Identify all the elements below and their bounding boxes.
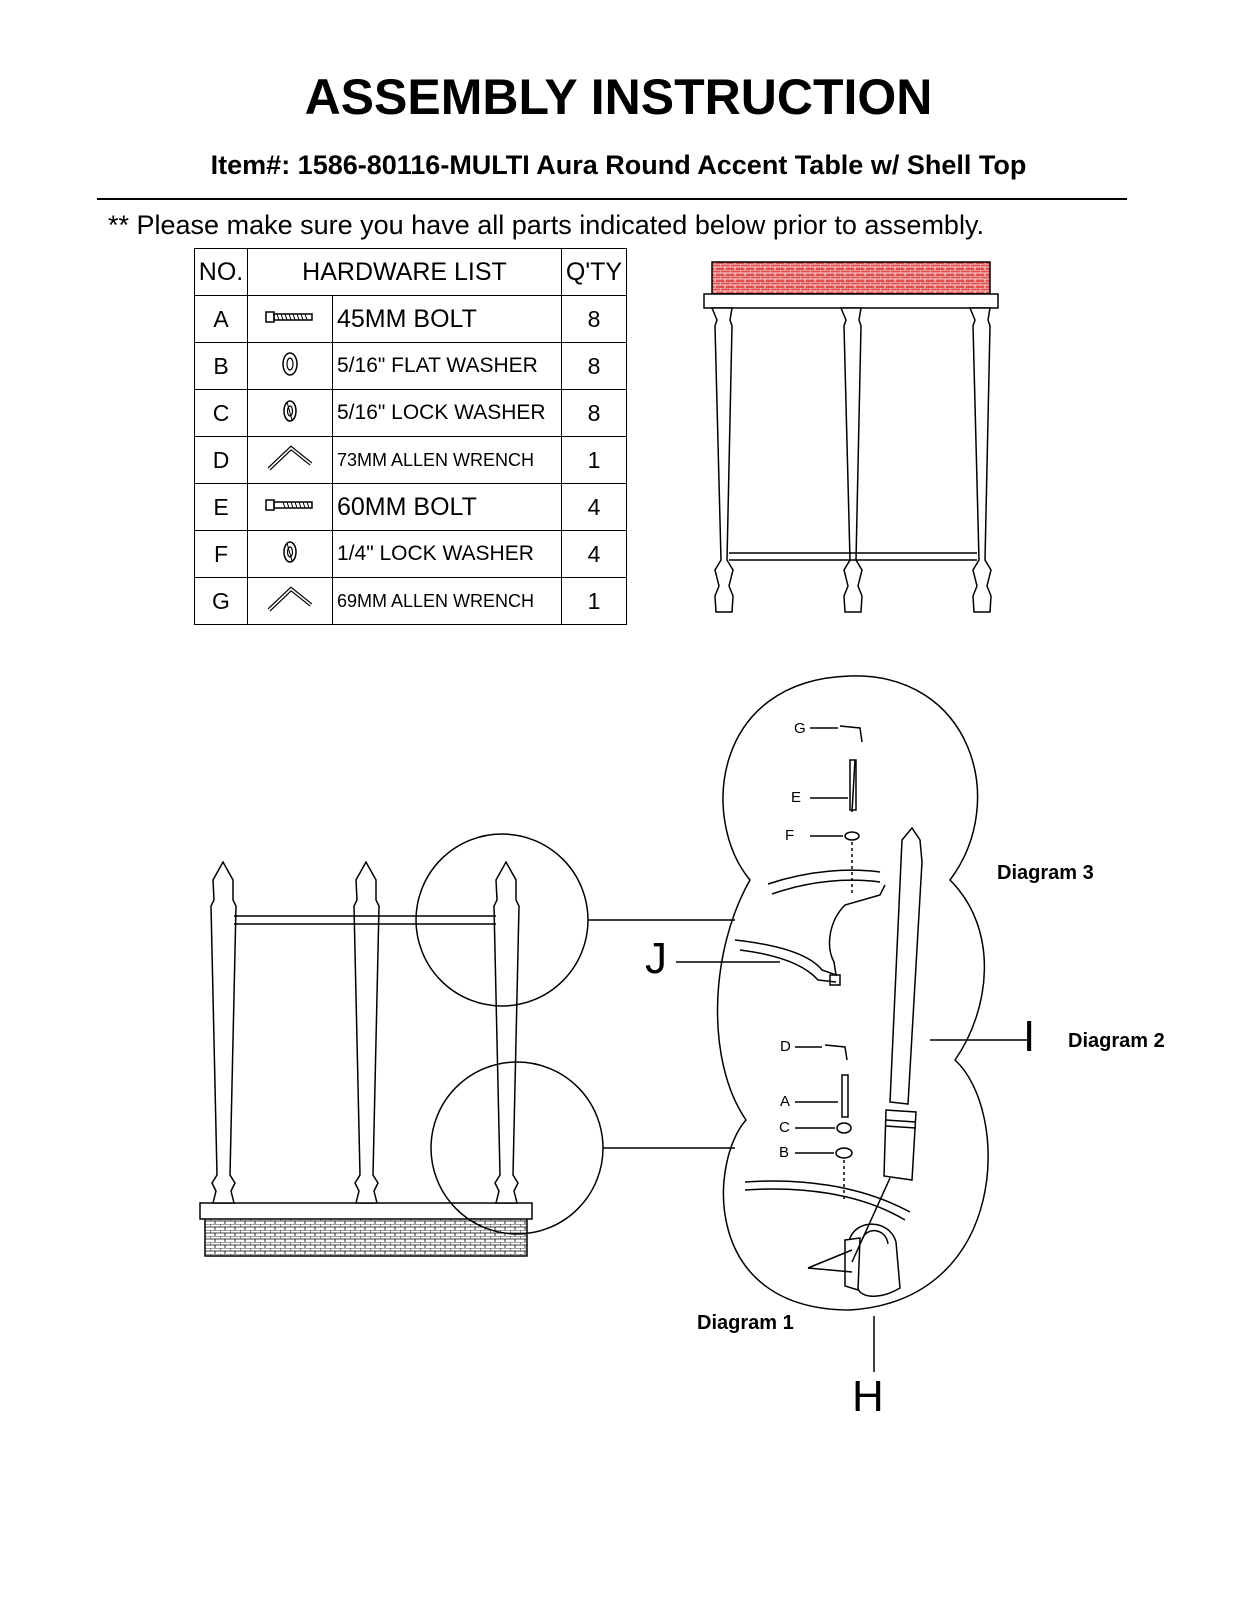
part-qty: 1: [561, 577, 627, 625]
part-no: F: [194, 530, 248, 578]
part-name: 1/4" LOCK WASHER: [332, 530, 562, 578]
table-leg: [710, 307, 734, 613]
part-label-h: H: [852, 1372, 884, 1421]
hardware-table: NO. HARDWARE LIST Q'TY A 45MM BOLT 8 B 5…: [194, 248, 627, 625]
part-qty: 8: [561, 389, 627, 437]
diagram-3-label: Diagram 3: [997, 862, 1094, 884]
part-qty: 4: [561, 483, 627, 531]
part-label-d: D: [780, 1038, 791, 1055]
diagram-1-label: Diagram 1: [697, 1312, 794, 1334]
label-leaders: [676, 727, 1030, 1372]
parts-note: ** Please make sure you have all parts i…: [108, 210, 984, 240]
part-no: C: [194, 389, 248, 437]
table-row: E 60MM BOLT 4: [194, 483, 627, 531]
part-qty: 8: [561, 342, 627, 390]
part-no: D: [194, 436, 248, 484]
part-label-e: E: [791, 789, 802, 806]
part-no: E: [194, 483, 248, 531]
table-leg: [968, 307, 992, 613]
part-label-a: A: [780, 1093, 791, 1110]
allen-wrench-icon: [267, 585, 313, 611]
part-name: 5/16" LOCK WASHER: [332, 389, 562, 437]
flat-washer-icon: [282, 351, 298, 376]
part-qty: 1: [561, 436, 627, 484]
part-name: 5/16" FLAT WASHER: [332, 342, 562, 390]
exploded-detail: [716, 675, 989, 1311]
frame-leg: [353, 860, 380, 1204]
part-label-i: I: [1023, 1012, 1036, 1061]
table-row: F 1/4" LOCK WASHER 4: [194, 530, 627, 578]
part-name: 73MM ALLEN WRENCH: [332, 436, 562, 484]
part-no: G: [194, 577, 248, 625]
frame-diagram: [199, 833, 735, 1257]
part-label-g: G: [794, 720, 806, 737]
table-row: G 69MM ALLEN WRENCH 1: [194, 577, 627, 625]
bolt-icon: [265, 498, 313, 511]
part-label-f: F: [785, 827, 795, 844]
table-row: C 5/16" LOCK WASHER 8: [194, 389, 627, 437]
part-label-j: J: [645, 934, 667, 983]
frame-leg: [210, 860, 237, 1204]
header-divider: [97, 198, 1127, 200]
allen-wrench-icon: [267, 444, 313, 470]
lock-washer-icon: [283, 540, 297, 563]
part-label-b: B: [779, 1144, 790, 1161]
diagram-2-label: Diagram 2: [1068, 1030, 1165, 1052]
table-leg: [839, 307, 863, 613]
header-qty: Q'TY: [561, 248, 627, 296]
page-title: ASSEMBLY INSTRUCTION: [304, 69, 933, 125]
table-row: A 45MM BOLT 8: [194, 295, 627, 343]
part-qty: 8: [561, 295, 627, 343]
assembled-table-preview: [703, 261, 999, 613]
bolt-icon: [265, 310, 313, 323]
lock-washer-icon: [283, 399, 297, 422]
frame-leg: [493, 860, 520, 1204]
table-row: B 5/16" FLAT WASHER 8: [194, 342, 627, 390]
part-no: A: [194, 295, 248, 343]
part-name: 45MM BOLT: [332, 295, 562, 343]
part-label-c: C: [779, 1119, 790, 1136]
table-row: D 73MM ALLEN WRENCH 1: [194, 436, 627, 484]
item-subtitle: Item#: 1586-80116-MULTI Aura Round Accen…: [210, 150, 1027, 180]
part-name: 69MM ALLEN WRENCH: [332, 577, 562, 625]
